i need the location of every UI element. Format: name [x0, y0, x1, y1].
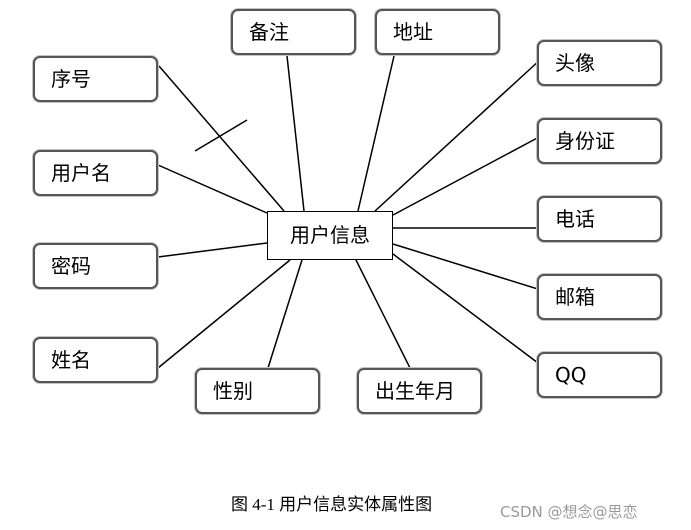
- key-marker-slash: [194, 119, 248, 152]
- attribute-name: 姓名: [33, 337, 158, 383]
- attribute-id-card: 身份证: [537, 118, 662, 164]
- attribute-password: 密码: [33, 243, 158, 289]
- connector-birth-date: [355, 259, 411, 369]
- attribute-birth-date: 出生年月: [357, 368, 482, 414]
- attribute-qq: QQ: [537, 352, 662, 398]
- connector-avatar: [374, 58, 542, 212]
- attribute-email: 邮箱: [537, 274, 662, 320]
- connector-username: [157, 164, 268, 214]
- connector-remarks: [286, 55, 305, 212]
- connector-serial-number: [158, 65, 285, 212]
- connector-qq: [392, 253, 547, 370]
- connector-password: [157, 242, 268, 258]
- connector-gender: [267, 259, 303, 369]
- connector-name: [157, 259, 291, 369]
- figure-caption: 图 4-1 用户信息实体属性图: [231, 495, 433, 514]
- attribute-username: 用户名: [33, 150, 158, 196]
- attribute-avatar: 头像: [537, 40, 662, 86]
- connector-email: [392, 243, 542, 291]
- connector-address: [357, 55, 395, 212]
- attribute-gender: 性别: [195, 368, 320, 414]
- attribute-serial-number: 序号: [33, 56, 158, 102]
- attribute-address: 地址: [375, 9, 500, 55]
- attribute-remarks: 备注: [231, 9, 356, 55]
- attribute-phone: 电话: [537, 196, 662, 242]
- connector-id-card: [392, 135, 542, 216]
- watermark: CSDN @想念@思恋: [500, 503, 638, 521]
- entity-user-info: 用户信息: [267, 211, 393, 260]
